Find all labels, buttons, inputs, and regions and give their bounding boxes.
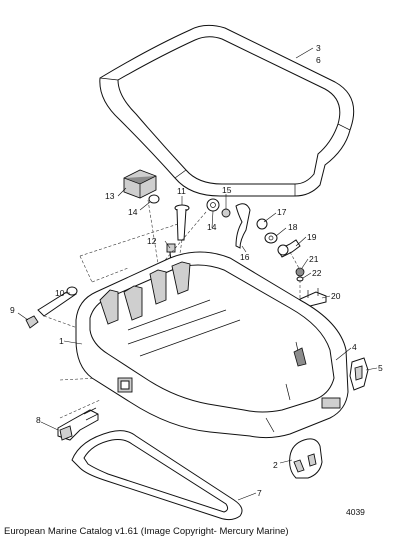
- callout-7: 7: [257, 488, 262, 498]
- callout-18: 18: [288, 222, 298, 232]
- callout-13: 13: [105, 191, 115, 201]
- bottom-cowl: [75, 251, 349, 439]
- connector-8: [57, 407, 99, 441]
- callout-5: 5: [378, 363, 383, 373]
- callout-8: 8: [36, 415, 41, 425]
- callout-17: 17: [277, 207, 287, 217]
- callout-10: 10: [55, 288, 65, 298]
- callout-14a: 14: [128, 207, 138, 217]
- callout-12: 12: [147, 236, 157, 246]
- pivot-pin: [174, 204, 190, 241]
- callout-4: 4: [352, 342, 357, 352]
- callout-2: 2: [273, 460, 278, 470]
- cover-plate-2: [289, 438, 323, 479]
- grommet-5: [349, 357, 369, 391]
- catalog-caption: European Marine Catalog v1.61 (Image Cop…: [4, 526, 289, 537]
- callout-11: 11: [177, 186, 186, 196]
- top-seal-ring: [99, 24, 355, 197]
- callout-20: 20: [331, 291, 341, 301]
- callout-14b: 14: [207, 222, 217, 232]
- callout-22: 22: [312, 268, 322, 278]
- callout-labels: 3 6 13 14 11 15 14 16 17 18 19 12 21 22 …: [10, 43, 383, 517]
- callout-1: 1: [59, 336, 64, 346]
- callout-9: 9: [10, 305, 15, 315]
- callout-21: 21: [309, 254, 319, 264]
- callout-16: 16: [240, 252, 250, 262]
- latch-block: [123, 169, 160, 204]
- leader-lines: [17, 47, 378, 501]
- callout-3: 3: [316, 43, 321, 53]
- figure-number: 4039: [346, 507, 365, 517]
- lower-seal: [71, 430, 243, 521]
- callout-19: 19: [307, 232, 317, 242]
- callout-6: 6: [316, 55, 321, 65]
- callout-15: 15: [222, 185, 232, 195]
